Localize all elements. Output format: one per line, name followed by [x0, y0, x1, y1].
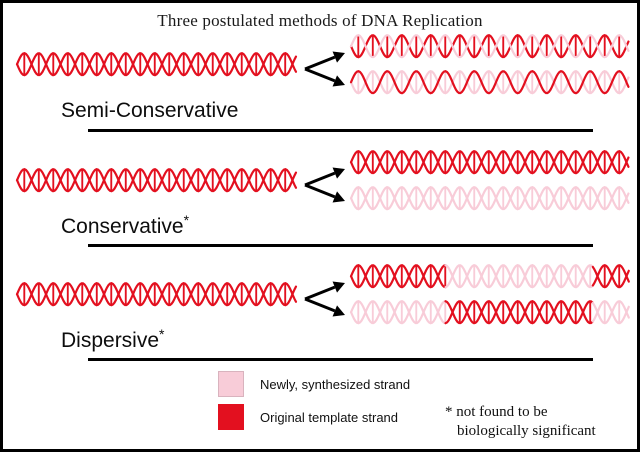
legend-item-new-strand: Newly, synthesized strand — [218, 371, 410, 397]
daughter-dna-conservative-2 — [349, 185, 630, 211]
footnote-marker: * — [183, 212, 190, 228]
figure-title: Three postulated methods of DNA Replicat… — [157, 11, 483, 30]
legend-item-original-strand: Original template strand — [218, 404, 398, 430]
method-label-conservative: Conservative* — [61, 212, 190, 239]
footnote: * not found to be biologically significa… — [445, 403, 596, 441]
daughter-dna-dispersive-1 — [349, 263, 630, 289]
method-label-text: Semi-Conservative — [61, 99, 239, 122]
daughter-dna-dispersive-2 — [349, 299, 630, 325]
parent-dna-semi-conservative — [15, 51, 298, 77]
footnote-line-2: biologically significant — [457, 422, 596, 439]
legend: Newly, synthesized strand Original templ… — [218, 371, 448, 433]
legend-label-new-strand: Newly, synthesized strand — [260, 376, 411, 392]
parent-dna-conservative — [15, 167, 298, 193]
daughter-dna-conservative-1 — [349, 149, 630, 175]
method-label-semi-conservative: Semi-Conservative — [61, 99, 238, 123]
legend-label-original-strand: Original template strand — [260, 409, 399, 425]
replication-arrows-conservative — [303, 163, 349, 207]
legend-swatch-original-strand — [218, 404, 244, 430]
section-rule-semi-conservative — [88, 129, 593, 132]
method-label-text: Dispersive — [61, 329, 160, 352]
footnote-line-1: * not found to be — [445, 404, 548, 420]
daughter-dna-semi-conservative-1 — [349, 33, 630, 59]
replication-arrows-dispersive — [303, 277, 349, 321]
daughter-dna-semi-conservative-2 — [349, 69, 630, 95]
section-rule-conservative — [88, 244, 593, 247]
parent-dna-dispersive — [15, 281, 298, 307]
legend-swatch-new-strand — [218, 371, 244, 397]
replication-arrows-semi-conservative — [303, 47, 349, 91]
section-rule-dispersive — [88, 358, 593, 361]
method-label-dispersive: Dispersive* — [61, 326, 165, 353]
footnote-marker: * — [159, 326, 165, 342]
method-label-text: Conservative — [61, 215, 184, 238]
